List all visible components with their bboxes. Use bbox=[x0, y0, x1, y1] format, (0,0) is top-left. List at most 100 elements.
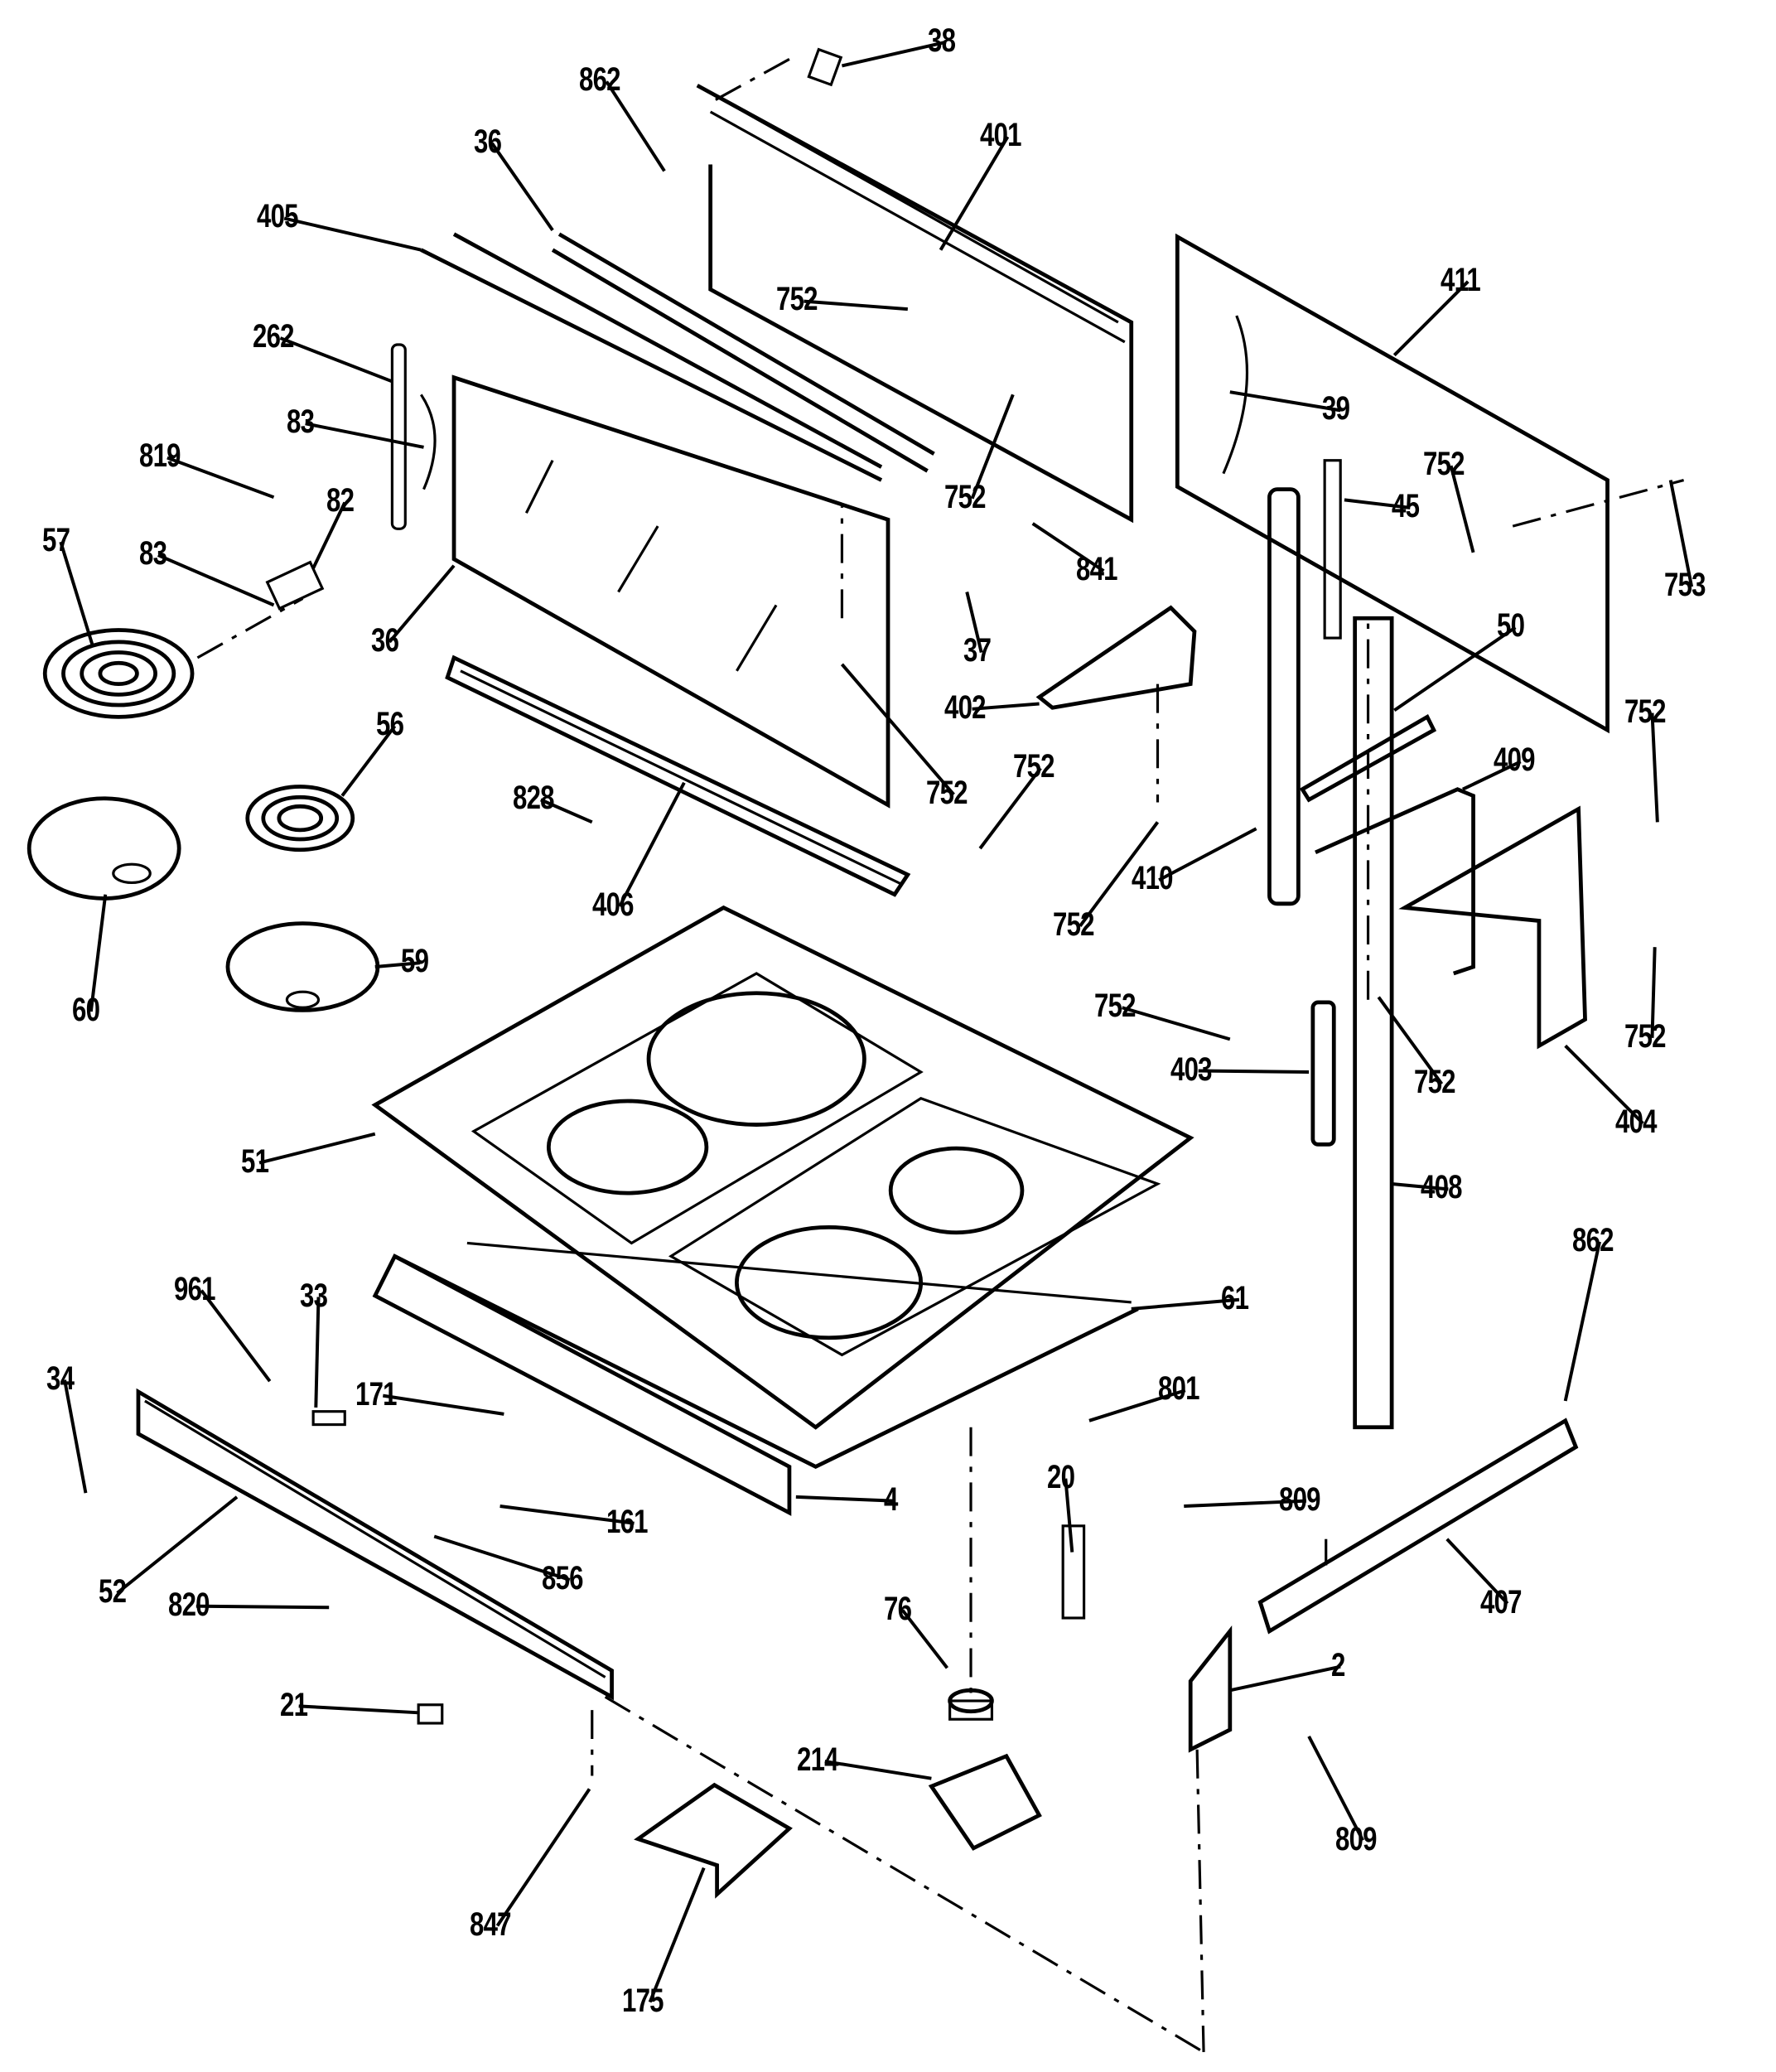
callout-label-752: 752 bbox=[1414, 1064, 1456, 1101]
callout-label-34: 34 bbox=[46, 1360, 75, 1397]
part-51-cooktop bbox=[371, 905, 1194, 1430]
callout-label-406: 406 bbox=[591, 886, 635, 923]
leader-line-809 bbox=[1184, 1499, 1307, 1508]
part-20-bracket bbox=[1061, 1524, 1086, 1620]
callout-label-401: 401 bbox=[980, 116, 1022, 153]
part-45-strip bbox=[1323, 459, 1342, 640]
callout-label-76: 76 bbox=[884, 1590, 912, 1627]
callout-label-961: 961 bbox=[173, 1270, 216, 1307]
leader-line-402 bbox=[972, 702, 1040, 711]
callout-label-809: 809 bbox=[1334, 1820, 1378, 1857]
callout-label-171: 171 bbox=[355, 1375, 398, 1413]
callout-label-403: 403 bbox=[1170, 1050, 1213, 1088]
leader-line-61 bbox=[1131, 1297, 1240, 1311]
callout-label-410: 410 bbox=[1131, 860, 1174, 897]
leader-line-411 bbox=[1392, 280, 1470, 357]
part-406-trim bbox=[445, 654, 911, 897]
leader-line-828 bbox=[540, 798, 593, 824]
part-403-channel bbox=[1310, 1000, 1336, 1147]
part-21-block bbox=[417, 1703, 444, 1725]
callout-label-161: 161 bbox=[606, 1503, 649, 1540]
callout-label-847: 847 bbox=[469, 1905, 512, 1943]
part-410-side-rail bbox=[1267, 487, 1301, 906]
callout-label-39: 39 bbox=[1322, 390, 1350, 427]
callout-label-83: 83 bbox=[287, 403, 315, 441]
part-59-small-drip-pan bbox=[225, 921, 380, 1012]
leader-line-214 bbox=[824, 1760, 932, 1780]
callout-label-411: 411 bbox=[1441, 261, 1481, 298]
leader-line-752 bbox=[1377, 996, 1444, 1085]
leader-line-20 bbox=[1064, 1478, 1074, 1553]
part-401-backsplash-panel bbox=[696, 58, 1134, 524]
callout-label-21: 21 bbox=[280, 1686, 308, 1723]
leader-line-961 bbox=[200, 1289, 272, 1383]
callout-label-56: 56 bbox=[376, 706, 404, 743]
leader-line-83 bbox=[157, 553, 275, 607]
leader-line-752 bbox=[970, 394, 1015, 500]
leader-line-51 bbox=[258, 1132, 376, 1165]
leader-line-752 bbox=[1122, 1006, 1231, 1041]
part-60-large-drip-pan bbox=[27, 796, 181, 901]
callout-label-828: 828 bbox=[513, 780, 555, 817]
leader-line-60 bbox=[89, 894, 108, 1012]
callout-label-4: 4 bbox=[884, 1480, 898, 1518]
leader-line-752 bbox=[1449, 465, 1475, 553]
part-36-top-tube bbox=[551, 232, 935, 473]
callout-label-862: 862 bbox=[1571, 1221, 1614, 1258]
part-83-gasket bbox=[420, 394, 437, 490]
part-61-bottom bbox=[393, 1241, 1139, 1470]
callout-label-37: 37 bbox=[963, 632, 992, 669]
leader-line-407 bbox=[1445, 1538, 1509, 1605]
callout-label-819: 819 bbox=[139, 437, 181, 475]
leader-line-56 bbox=[340, 725, 397, 797]
leader-line-76 bbox=[900, 1609, 949, 1669]
callout-label-752: 752 bbox=[926, 775, 968, 811]
leader-line-752 bbox=[840, 663, 955, 796]
callout-label-2: 2 bbox=[1331, 1646, 1345, 1683]
leader-line-262 bbox=[279, 336, 393, 384]
leader-line-175 bbox=[648, 1867, 706, 2003]
callout-label-175: 175 bbox=[622, 1982, 664, 2019]
part-402-bracket bbox=[1035, 605, 1197, 710]
callout-label-59: 59 bbox=[401, 943, 429, 980]
leader-line-21 bbox=[298, 1704, 419, 1715]
callout-label-820: 820 bbox=[168, 1586, 210, 1623]
leader-line-406 bbox=[618, 781, 686, 907]
leader-line-862 bbox=[1563, 1241, 1601, 1402]
leader-line-2 bbox=[1229, 1664, 1341, 1693]
part-52-front-rail bbox=[136, 1388, 614, 1701]
part-50-bar bbox=[1299, 714, 1437, 803]
callout-label-45: 45 bbox=[1392, 487, 1420, 524]
leader-line-37 bbox=[965, 592, 983, 654]
leader-line-39 bbox=[1229, 390, 1341, 413]
leader-line-819 bbox=[166, 456, 275, 500]
callout-label-409: 409 bbox=[1493, 741, 1536, 779]
leader-line-752 bbox=[1650, 947, 1657, 1038]
callout-label-801: 801 bbox=[1157, 1370, 1200, 1408]
callout-label-52: 52 bbox=[99, 1573, 127, 1610]
callout-label-57: 57 bbox=[41, 522, 70, 559]
leader-line-33 bbox=[314, 1297, 321, 1408]
leader-line-45 bbox=[1344, 498, 1411, 510]
leader-line-38 bbox=[841, 40, 947, 68]
callout-label-841: 841 bbox=[1076, 551, 1118, 588]
leader-line-862 bbox=[605, 80, 666, 172]
callout-label-50: 50 bbox=[1497, 607, 1525, 645]
callout-label-407: 407 bbox=[1479, 1583, 1523, 1620]
leader-lines bbox=[59, 40, 1694, 2003]
leader-line-82 bbox=[311, 501, 347, 569]
callout-label-36: 36 bbox=[473, 123, 502, 160]
leader-line-50 bbox=[1393, 625, 1517, 712]
callout-label-82: 82 bbox=[326, 482, 355, 519]
leader-line-408 bbox=[1391, 1182, 1449, 1191]
leader-line-847 bbox=[495, 1788, 591, 1927]
callout-label-408: 408 bbox=[1421, 1169, 1463, 1206]
callout-label-262: 262 bbox=[252, 317, 295, 355]
leader-line-752 bbox=[978, 767, 1042, 850]
callout-label-752: 752 bbox=[1624, 693, 1667, 730]
part-175-cover bbox=[634, 1782, 793, 1899]
part-4-bracket bbox=[372, 1253, 792, 1516]
part-405-trim bbox=[420, 232, 883, 482]
callout-label-405: 405 bbox=[256, 198, 299, 235]
